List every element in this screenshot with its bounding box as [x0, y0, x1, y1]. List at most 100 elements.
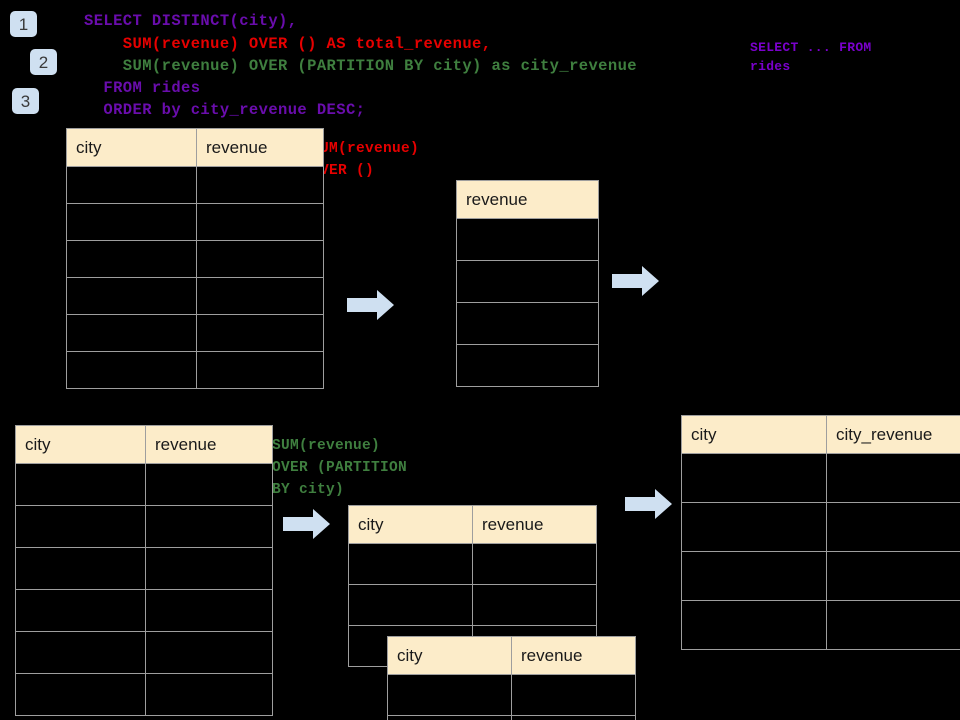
table-row [15, 673, 273, 716]
cell [681, 453, 827, 503]
cell [511, 674, 636, 716]
table-row [456, 260, 599, 303]
table-row [66, 240, 324, 278]
column-header-city-revenue: city_revenue [826, 415, 960, 454]
cell [196, 277, 324, 315]
cell [15, 463, 146, 506]
table-row [456, 218, 599, 261]
cell [66, 351, 197, 389]
table-row [681, 453, 960, 503]
column-header-revenue: revenue [472, 505, 597, 544]
column-header-revenue: revenue [145, 425, 273, 464]
cell [66, 166, 197, 204]
table-row [66, 166, 324, 204]
column-header-city: city [15, 425, 146, 464]
column-header-city: city [681, 415, 827, 454]
column-header-revenue: revenue [196, 128, 324, 167]
table-row [681, 600, 960, 650]
table-row [681, 502, 960, 552]
cell [145, 673, 273, 716]
sql-line-select: SELECT DISTINCT(city), [84, 12, 298, 30]
cell [511, 715, 636, 720]
result-table: city city_revenue [681, 415, 960, 650]
cell [196, 351, 324, 389]
table-row [387, 674, 636, 716]
cell [472, 584, 597, 626]
cell [15, 547, 146, 590]
table-row [456, 302, 599, 345]
cell [196, 203, 324, 241]
cell [348, 543, 473, 585]
table-header-row: city revenue [15, 425, 273, 464]
cell [826, 551, 960, 601]
cell [196, 166, 324, 204]
table-row [15, 631, 273, 674]
cell [15, 673, 146, 716]
partition-group-a: city revenue [348, 505, 597, 667]
table-row [66, 277, 324, 315]
total-revenue-table: revenue [456, 180, 599, 387]
table-header-row: city revenue [348, 505, 597, 544]
cell [826, 453, 960, 503]
cell [472, 543, 597, 585]
annotation-select-from-rides: SELECT ... FROM rides [750, 40, 872, 74]
arrow-right-icon [347, 290, 394, 320]
source-table-bottom: city revenue [15, 425, 273, 716]
table-row [348, 584, 597, 626]
arrow-right-icon [283, 509, 330, 539]
table-row [15, 505, 273, 548]
table-row [15, 589, 273, 632]
column-header-revenue: revenue [456, 180, 599, 219]
step-badge-3: 3 [12, 88, 39, 114]
cell [15, 505, 146, 548]
cell [681, 502, 827, 552]
annotation-sum-over-empty: SUM(revenue) OVER () [311, 141, 420, 179]
column-header-city: city [387, 636, 512, 675]
cell [681, 600, 827, 650]
annotation-sum-over-partition: SUM(revenue) OVER (PARTITION BY city) [272, 438, 408, 498]
cell [456, 260, 599, 303]
cell [66, 203, 197, 241]
table-header-row: revenue [456, 180, 599, 219]
column-header-city: city [66, 128, 197, 167]
cell [681, 551, 827, 601]
cell [145, 589, 273, 632]
table-header-row: city revenue [66, 128, 324, 167]
cell [456, 218, 599, 261]
cell [145, 547, 273, 590]
table-row [66, 351, 324, 389]
arrow-right-icon [612, 266, 659, 296]
cell [145, 631, 273, 674]
cell [387, 715, 512, 720]
arrow-right-icon [625, 489, 672, 519]
cell [66, 277, 197, 315]
table-row [681, 551, 960, 601]
source-table-top: city revenue [66, 128, 324, 389]
cell [145, 463, 273, 506]
table-row [66, 203, 324, 241]
cell [15, 631, 146, 674]
step-badge-1: 1 [10, 11, 37, 37]
cell [456, 302, 599, 345]
cell [387, 674, 512, 716]
sql-line-from: FROM rides [84, 79, 201, 97]
table-row [456, 344, 599, 387]
cell [66, 240, 197, 278]
table-row [15, 547, 273, 590]
cell [196, 240, 324, 278]
table-row [387, 715, 636, 720]
table-header-row: city city_revenue [681, 415, 960, 454]
table-row [348, 543, 597, 585]
cell [348, 584, 473, 626]
cell [826, 600, 960, 650]
step-badge-2: 2 [30, 49, 57, 75]
sql-line-order-by: ORDER by city_revenue DESC; [84, 101, 366, 119]
cell [826, 502, 960, 552]
cell [196, 314, 324, 352]
table-row [15, 463, 273, 506]
cell [456, 344, 599, 387]
table-row [66, 314, 324, 352]
column-header-city: city [348, 505, 473, 544]
column-header-revenue: revenue [511, 636, 636, 675]
